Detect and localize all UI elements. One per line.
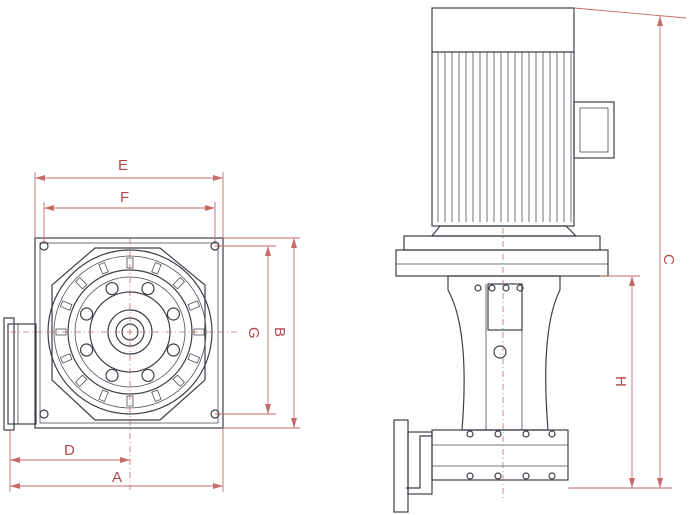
- cooling-fins: [55, 257, 205, 407]
- bolt: [494, 430, 502, 438]
- motor-housing: [431, 7, 575, 227]
- dimension-label-G: G: [245, 327, 262, 339]
- motor-housing-outer: [47, 249, 213, 415]
- dimensions-top-view: E F G B D A: [9, 157, 300, 492]
- bolt: [522, 472, 530, 480]
- dimensions-side-view: C H: [568, 7, 687, 489]
- bolt: [502, 284, 510, 292]
- bolt: [522, 430, 530, 438]
- fin: [151, 261, 162, 275]
- column-bolts: [466, 284, 556, 480]
- bolt: [548, 472, 556, 480]
- pump-side-view: [393, 7, 615, 513]
- bolt-circle: [79, 281, 181, 383]
- pump-top-view: [3, 237, 240, 490]
- bolt: [141, 281, 155, 296]
- shaft-hub: [107, 309, 153, 355]
- bolt: [474, 284, 482, 292]
- bolt: [105, 281, 119, 296]
- dimension-label-F: F: [120, 189, 129, 206]
- bolt: [79, 307, 94, 321]
- bolt: [466, 430, 474, 438]
- bolt: [166, 307, 181, 321]
- outlet-flange: [393, 419, 409, 513]
- bolt: [166, 343, 181, 357]
- motor-cooling-fins: [437, 52, 572, 222]
- mounting-flange: [34, 237, 224, 429]
- fin: [172, 374, 186, 388]
- motor-flange: [403, 235, 601, 251]
- fin: [59, 353, 73, 364]
- fin: [74, 276, 88, 290]
- fin: [187, 300, 201, 311]
- bolt: [79, 343, 94, 357]
- dimension-label-H: H: [612, 376, 629, 387]
- pump-column: [447, 275, 561, 431]
- fin: [151, 389, 162, 403]
- pump-casing: [431, 429, 569, 481]
- bolt: [494, 472, 502, 480]
- dimension-label-C: C: [660, 254, 677, 265]
- fin: [59, 300, 73, 311]
- bolt: [105, 368, 119, 383]
- pump-body-outline: [51, 247, 206, 421]
- outlet-pipe: [7, 323, 37, 425]
- logo-mark: [493, 345, 507, 359]
- bolt-hole: [39, 409, 49, 419]
- fin: [74, 374, 88, 388]
- fin: [98, 261, 109, 275]
- dimension-label-D: D: [64, 442, 75, 459]
- bolt: [548, 430, 556, 438]
- fin: [187, 353, 201, 364]
- fin: [98, 389, 109, 403]
- dimension-label-A: A: [112, 469, 122, 486]
- bolt: [466, 472, 474, 480]
- fin: [172, 276, 186, 290]
- bolt: [488, 284, 496, 292]
- dimension-label-E: E: [118, 157, 128, 174]
- dimension-label-B: B: [271, 327, 288, 337]
- bolt: [141, 368, 155, 383]
- terminal-box: [573, 101, 615, 159]
- bolt: [516, 284, 524, 292]
